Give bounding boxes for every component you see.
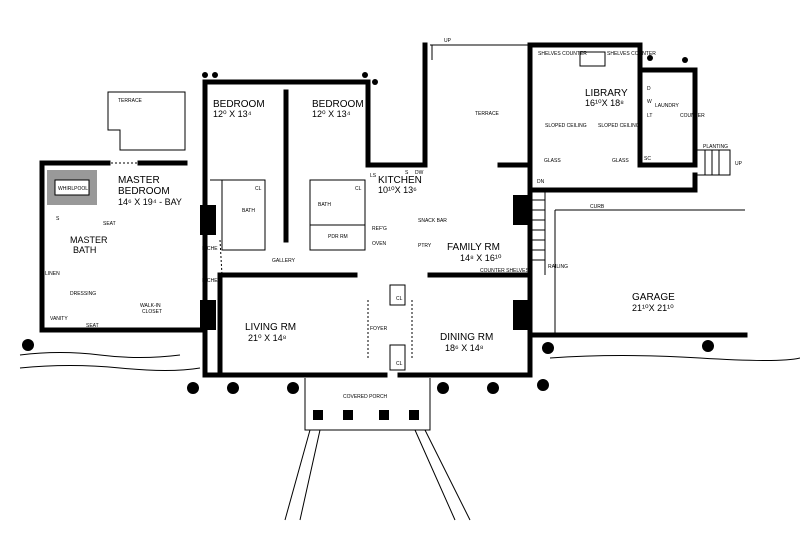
- label-master-bedroom-2: BEDROOM: [118, 186, 170, 197]
- label-shelves-counter-right: SHELVES COUNTER: [607, 51, 656, 57]
- label-master-bedroom: MASTER: [118, 175, 160, 186]
- label-sloped-ceiling-left: SLOPED CEILING: [545, 123, 587, 129]
- label-dw: DW: [415, 170, 424, 176]
- label-planting: PLANTING: [703, 144, 728, 150]
- dim-family-rm: 14⁸ X 16¹⁰: [460, 253, 502, 263]
- label-oven: OVEN: [372, 241, 387, 247]
- fireplace-dining: [513, 300, 529, 330]
- label-pdr-rm: PDR RM: [328, 234, 348, 240]
- dim-library: 16¹⁰X 18⁸: [585, 98, 624, 108]
- dim-master-bedroom: 14⁶ X 19⁴ - BAY: [118, 197, 182, 207]
- label-kitchen: KITCHEN: [378, 175, 422, 186]
- label-laundry-tub: LT: [647, 113, 652, 119]
- dim-living-rm: 21⁰ X 14⁸: [248, 333, 287, 343]
- dim-kitchen: 10¹⁰X 13⁶: [378, 185, 417, 195]
- label-refg: REF'G: [372, 226, 387, 232]
- label-curb: CURB: [590, 204, 605, 210]
- dim-dining-rm: 18⁶ X 14⁸: [445, 343, 484, 353]
- label-sc: SC: [644, 156, 651, 162]
- dim-bedroom-1: 12⁰ X 13⁴: [213, 109, 252, 119]
- label-whirlpool: WHIRLPOOL: [58, 186, 88, 192]
- label-cl-foyer1: CL: [396, 296, 403, 302]
- label-terrace-center: TERRACE: [475, 111, 500, 117]
- label-counter-laundry: COUNTER: [680, 113, 705, 119]
- label-dressing: DRESSING: [70, 291, 96, 297]
- label-covered-porch: COVERED PORCH: [343, 394, 388, 400]
- label-library: LIBRARY: [585, 88, 628, 99]
- label-master-bath: MASTER: [70, 235, 108, 245]
- label-bath-1: BATH: [242, 208, 255, 214]
- label-up-side: UP: [735, 161, 743, 167]
- label-foyer: FOYER: [370, 326, 388, 332]
- label-dryer: D: [647, 86, 651, 92]
- label-dining-rm: DINING RM: [440, 332, 493, 343]
- fireplace-family: [513, 195, 529, 225]
- label-seat-bath: SEAT: [103, 221, 116, 227]
- dim-bedroom-2: 12⁰ X 13⁴: [312, 109, 351, 119]
- label-cl-bed1: CL: [255, 186, 262, 192]
- label-linen: LINEN: [45, 271, 60, 277]
- label-dn: DN: [537, 179, 545, 185]
- label-walk-in: WALK-IN: [140, 303, 161, 309]
- labels: TERRACE MASTER BEDROOM 14⁶ X 19⁴ - BAY W…: [45, 38, 743, 400]
- label-cl-bed2: CL: [355, 186, 362, 192]
- dim-garage: 21¹⁰X 21¹⁰: [632, 303, 674, 313]
- fireplace-living: [200, 300, 216, 330]
- label-living-rm: LIVING RM: [245, 322, 296, 333]
- label-sloped-ceiling-right: SLOPED CEILING: [598, 123, 640, 129]
- label-railing: RAILING: [548, 264, 568, 270]
- label-ls: LS: [370, 173, 377, 179]
- label-seat-dressing: SEAT: [86, 323, 99, 329]
- label-sink: S: [405, 170, 409, 176]
- walls: [19, 42, 800, 521]
- label-terrace-left: TERRACE: [118, 98, 143, 104]
- label-shelves-counter-left: SHELVES COUNTER: [538, 51, 587, 57]
- label-niche-upper: NICHE: [202, 246, 218, 252]
- label-garage: GARAGE: [632, 292, 675, 303]
- shrubs: [22, 55, 714, 394]
- label-washer: W: [647, 99, 652, 105]
- label-glass-left: GLASS: [544, 158, 561, 164]
- label-pantry: PTRY: [418, 243, 432, 249]
- label-shower: S: [56, 216, 60, 222]
- label-closet: CLOSET: [142, 309, 162, 315]
- label-gallery: GALLERY: [272, 258, 296, 264]
- label-niche-lower: NICHE: [202, 278, 218, 284]
- fireplace-library: [579, 51, 606, 67]
- label-up-terrace: UP: [444, 38, 452, 44]
- label-family-rm: FAMILY RM: [447, 242, 500, 253]
- label-bedroom-2: BEDROOM: [312, 99, 364, 110]
- label-laundry: LAUNDRY: [655, 103, 679, 109]
- label-master-bath-2: BATH: [73, 245, 96, 255]
- label-snack-bar: SNACK BAR: [418, 218, 447, 224]
- label-bedroom-1: BEDROOM: [213, 99, 265, 110]
- label-bath-2: BATH: [318, 202, 331, 208]
- label-glass-right: GLASS: [612, 158, 629, 164]
- label-cl-foyer2: CL: [396, 361, 403, 367]
- fireplace-master: [200, 205, 216, 235]
- label-vanity: VANITY: [50, 316, 68, 322]
- label-counter-shelves: COUNTER SHELVES: [480, 268, 529, 274]
